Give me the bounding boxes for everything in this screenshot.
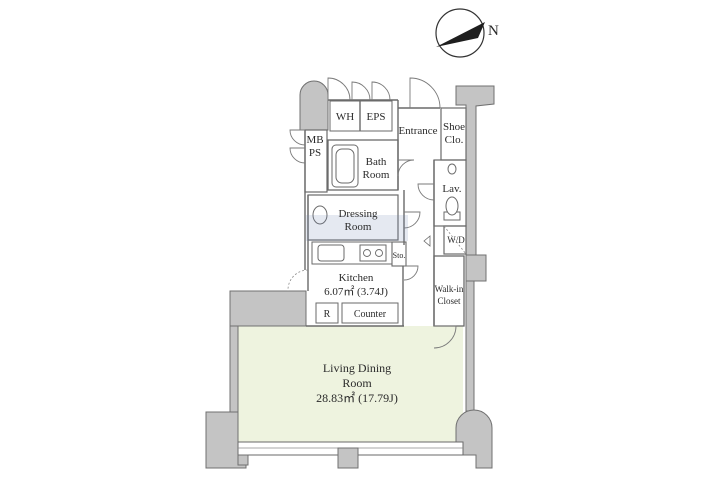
label-refrigerator: R [324,309,331,320]
compass: N [435,8,499,58]
door-kitchen-left [287,269,309,292]
label-counter: Counter [354,309,387,320]
compass-circle [435,8,485,58]
label-sto: Sto. [393,251,406,260]
wd-box [443,225,467,255]
living-floor [238,326,463,442]
label-entrance: Entrance [398,125,437,137]
window-mullion [337,447,359,469]
column-bottom-right [455,409,493,469]
label-kitchen: Kitchen [339,272,374,284]
column-left-small [237,454,249,466]
wh-eps-box [329,100,393,132]
door-mbps-2 [289,147,306,164]
column-top-left [299,80,329,131]
refrigerator-box [315,302,339,324]
wall-right-lower [465,280,475,412]
compass-needle-icon [436,22,485,47]
sto-box [391,241,407,267]
dressing-sink [312,205,328,225]
door-swings [287,77,457,349]
door-bath [397,159,415,177]
label-bath-1: Bath [366,156,387,168]
label-lav: Lav. [442,183,461,195]
door-entrance [409,77,441,109]
stove-burner-2 [375,249,383,257]
dressing-box [307,194,399,241]
door-lav [417,183,435,201]
door-mbps-1 [289,129,306,146]
kitchen-stove [359,244,387,262]
label-shoe-2: Clo. [445,134,464,146]
door-top-wh [351,81,371,101]
door-stop-marker [423,235,431,247]
compass-north-label: N [488,23,499,39]
label-wd: W/D [447,235,465,245]
counter-box [341,302,399,324]
label-living-area: 28.83㎡ (17.79J) [316,391,398,405]
wd-cross-1 [443,225,467,255]
stove-burner-1 [363,249,371,257]
kitchen-sink [317,244,345,262]
door-top-left [327,77,351,101]
lav-sink [447,163,457,175]
label-mbps-1: MB [306,134,323,146]
wall-left-living [229,325,239,413]
wall-left-block [229,290,307,327]
label-dressing-2: Room [345,221,372,233]
label-shoe-1: Shoe [443,121,465,133]
label-living-1: Living Dining [323,361,391,375]
label-living-2: Room [342,376,372,390]
bathtub-inner [335,148,355,184]
door-walkin [433,325,457,349]
door-corridor [403,265,419,281]
room-labels: WH EPS MB PS Entrance Shoe Clo. Bath Roo… [306,111,465,405]
label-dressing-1: Dressing [338,208,378,220]
label-eps: EPS [367,111,386,123]
door-dressing [403,211,421,229]
label-wh: WH [336,111,354,123]
toilet-bowl [445,196,459,216]
label-kitchen-area: 6.07㎡ (3.74J) [324,285,388,298]
column-right-top [455,85,495,256]
watermark-shape [306,215,408,241]
door-top-eps [371,81,391,101]
mbps-box [304,129,328,193]
label-bath-2: Room [363,169,390,181]
label-mbps-2: PS [309,147,321,159]
floor-fills [238,300,463,442]
column-right-middle [465,254,487,282]
interior-walls [304,99,467,327]
label-walkin-2: Closet [437,296,461,306]
label-walkin-1: Walk-in [435,284,464,294]
watermark [306,215,408,241]
